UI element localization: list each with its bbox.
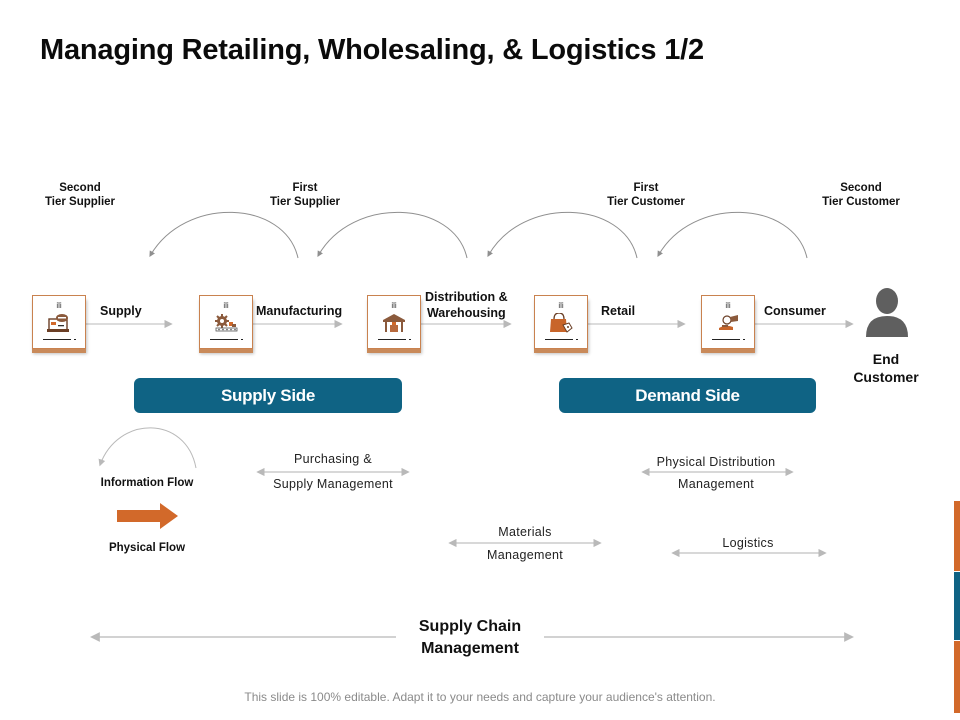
underline-dot: [74, 339, 76, 340]
stage-caption: ili: [391, 301, 397, 310]
stage-caption: ili: [56, 301, 62, 310]
underline: [712, 339, 740, 340]
tier-arc-1: [149, 211, 299, 259]
materials-line2: Management: [487, 548, 563, 562]
stage-caption: ili: [725, 301, 731, 310]
underline-dot: [576, 339, 578, 340]
underline-dot: [743, 339, 745, 340]
stage-caption: ili: [223, 301, 229, 310]
stage-caption: ili: [558, 301, 564, 310]
tier-arc-4: [657, 211, 808, 259]
stage-box-retail[interactable]: ili: [534, 295, 588, 349]
end-customer-line2: Customer: [853, 369, 919, 385]
warehouse-icon: [383, 314, 405, 332]
tier-line2: Tier Customer: [822, 196, 900, 208]
information-flow-arc: [98, 427, 197, 469]
materials-line1: Materials: [498, 525, 552, 539]
page-title: Managing Retailing, Wholesaling, & Logis…: [40, 34, 704, 66]
stage-label-distribution: Distribution & Warehousing: [425, 289, 508, 321]
tier-line1: Second: [59, 182, 101, 194]
physical-flow-arrow: [117, 503, 178, 529]
gears-conveyor-icon: [215, 314, 238, 332]
physical-distribution-line2: Management: [678, 477, 754, 491]
information-flow-label: Information Flow: [100, 477, 194, 489]
stage-label-supply: Supply: [100, 304, 142, 318]
stage-label-line2: Warehousing: [426, 306, 506, 320]
scm-line1: Supply Chain: [418, 618, 522, 635]
stage-box-distribution[interactable]: ili: [367, 295, 421, 349]
stage-label-consumer: Consumer: [764, 304, 826, 318]
physical-distribution-line1: Physical Distribution: [656, 455, 776, 469]
purchasing-line1: Purchasing &: [294, 452, 372, 466]
person-icon: [866, 288, 908, 337]
tier-label-first-customer: First Tier Customer: [576, 181, 716, 209]
end-customer-line1: End: [872, 351, 900, 367]
accent-bar-bottom: [954, 641, 960, 713]
tier-label-second-customer: Second Tier Customer: [791, 181, 931, 209]
accent-bar-top: [954, 501, 960, 571]
underline: [210, 339, 238, 340]
tier-line1: First: [633, 182, 659, 194]
footer-note: This slide is 100% editable. Adapt it to…: [244, 690, 716, 704]
tier-label-first-supplier: First Tier Supplier: [235, 181, 375, 209]
end-customer-label: End Customer: [836, 350, 936, 386]
physical-flow-label: Physical Flow: [108, 542, 186, 554]
stage-box-supply[interactable]: ili: [32, 295, 86, 349]
stage-box-manufacturing[interactable]: ili: [199, 295, 253, 349]
tier-arc-2: [317, 211, 468, 259]
underline-dot: [409, 339, 411, 340]
scm-label: Supply Chain Management: [396, 616, 544, 660]
hand-coin-icon: [719, 315, 738, 330]
tier-line2: Tier Supplier: [44, 196, 116, 208]
supply-side-button[interactable]: Supply Side: [134, 378, 402, 413]
underline: [545, 339, 573, 340]
supply-chat-laptop-icon: [47, 314, 69, 332]
stage-label-line1: Distribution &: [425, 290, 508, 304]
tier-line2: Tier Supplier: [269, 196, 341, 208]
tier-line1: Second: [840, 182, 882, 194]
underline: [378, 339, 406, 340]
logistics-line1: Logistics: [722, 536, 774, 550]
purchasing-line2: Supply Management: [273, 477, 393, 491]
scm-line2: Management: [421, 640, 519, 657]
underline: [43, 339, 71, 340]
accent-bar-middle: [954, 572, 960, 640]
demand-side-button[interactable]: Demand Side: [559, 378, 816, 413]
stage-box-consumer[interactable]: ili: [701, 295, 755, 349]
underline-dot: [241, 339, 243, 340]
tier-line1: First: [292, 182, 318, 194]
stage-label-manufacturing: Manufacturing: [256, 304, 343, 318]
tier-label-second-supplier: Second Tier Supplier: [10, 181, 150, 209]
stage-label-retail: Retail: [601, 304, 636, 318]
tier-line2: Tier Customer: [607, 196, 685, 208]
shopping-bag-tag-icon: [550, 313, 573, 333]
tier-arc-3: [487, 211, 638, 259]
